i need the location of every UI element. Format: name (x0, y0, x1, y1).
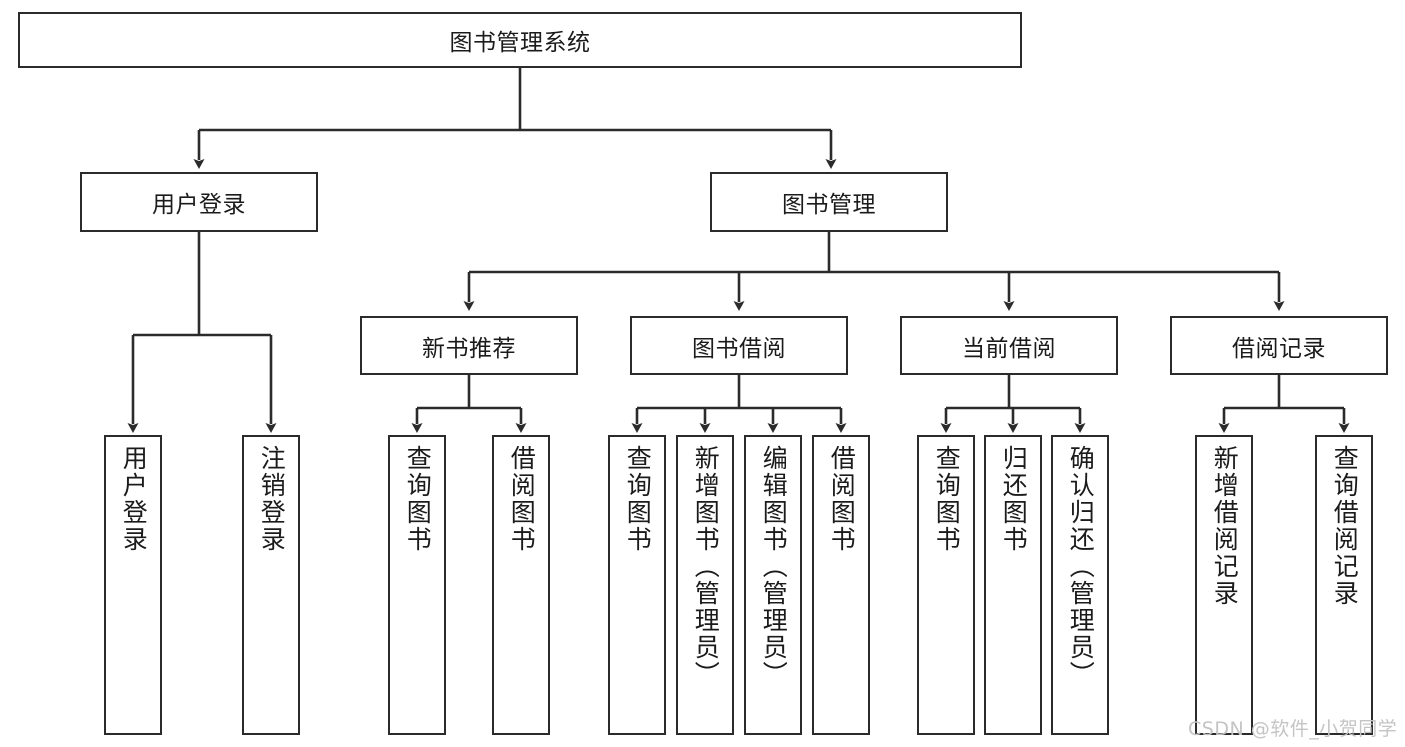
node-label: 新增图书（管理员） (691, 445, 721, 688)
leaf-current-borrow-confirm-return-admin[interactable]: 确认归还（管理员） (1051, 435, 1109, 735)
node-label: 借阅图书 (827, 445, 857, 553)
node-user-login[interactable]: 用户登录 (80, 172, 318, 232)
node-label: 查询图书 (623, 445, 653, 553)
node-label: 编辑图书（管理员） (759, 445, 789, 688)
node-label: 当前借阅 (962, 335, 1056, 362)
leaf-borrow-record-query-record[interactable]: 查询借阅记录 (1315, 435, 1373, 735)
node-label: 新书推荐 (422, 335, 516, 362)
leaf-book-borrow-add-book-admin[interactable]: 新增图书（管理员） (676, 435, 734, 735)
leaf-new-book-borrow-book[interactable]: 借阅图书 (492, 435, 550, 735)
leaf-book-borrow-edit-book-admin[interactable]: 编辑图书（管理员） (744, 435, 802, 735)
node-label: 图书管理系统 (449, 30, 591, 56)
node-borrow-record[interactable]: 借阅记录 (1170, 316, 1388, 375)
leaf-book-borrow-query-book[interactable]: 查询图书 (608, 435, 666, 735)
node-root-book-management-system[interactable]: 图书管理系统 (18, 12, 1022, 68)
node-book-borrow[interactable]: 图书借阅 (630, 316, 848, 375)
node-label: 注销登录 (257, 445, 287, 553)
node-label: 查询借阅记录 (1330, 445, 1360, 607)
node-new-book-recommend[interactable]: 新书推荐 (360, 316, 578, 375)
leaf-user-login-logout[interactable]: 注销登录 (242, 435, 300, 735)
node-book-management[interactable]: 图书管理 (710, 172, 948, 232)
node-label: 借阅记录 (1232, 335, 1326, 362)
node-label: 图书借阅 (692, 335, 786, 362)
node-label: 新增借阅记录 (1210, 445, 1240, 607)
node-label: 查询图书 (932, 445, 962, 553)
csdn-watermark: CSDN @软件_小贺同学 (1188, 718, 1398, 740)
node-label: 确认归还（管理员） (1066, 445, 1096, 688)
leaf-new-book-query-book[interactable]: 查询图书 (388, 435, 446, 735)
leaf-borrow-record-add-record[interactable]: 新增借阅记录 (1195, 435, 1253, 735)
node-label: 图书管理 (782, 192, 876, 218)
node-label: 归还图书 (999, 445, 1029, 553)
leaf-user-login-login[interactable]: 用户登录 (104, 435, 162, 735)
node-label: 用户登录 (119, 445, 149, 553)
leaf-book-borrow-borrow-book[interactable]: 借阅图书 (812, 435, 870, 735)
leaf-current-borrow-return-book[interactable]: 归还图书 (984, 435, 1042, 735)
node-label: 查询图书 (403, 445, 433, 553)
leaf-current-borrow-query-book[interactable]: 查询图书 (917, 435, 975, 735)
node-label: 用户登录 (152, 192, 246, 218)
node-current-borrow[interactable]: 当前借阅 (900, 316, 1118, 375)
node-label: 借阅图书 (507, 445, 537, 553)
